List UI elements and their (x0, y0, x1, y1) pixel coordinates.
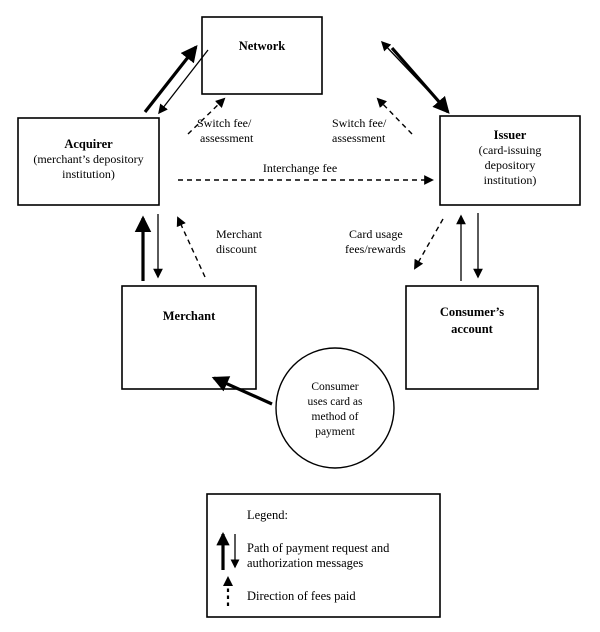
node-acquirer-title: Acquirer (64, 137, 113, 151)
legend: Legend: Path of payment request and auth… (206, 493, 441, 618)
edge-label-merchant-discount-line2: discount (216, 242, 257, 256)
edge-consumer-uses-card-to-merchant (211, 376, 273, 406)
node-issuer-subtitle-line3: institution) (484, 173, 537, 187)
edge-label-card-usage-line1: Card usage (349, 227, 403, 241)
node-consumer-account-box (405, 285, 539, 390)
node-network-box (201, 16, 323, 95)
node-issuer-subtitle-line1: (card-issuing (479, 143, 542, 157)
node-acquirer-subtitle-line1: (merchant’s depository (33, 152, 143, 166)
node-issuer-subtitle-line2: depository (485, 158, 536, 172)
node-consumer-action-line2: uses card as (308, 396, 363, 408)
node-merchant[interactable]: Merchant (121, 285, 257, 390)
edge-issuer-to-network-authorization (380, 40, 441, 104)
node-network-label: Network (239, 39, 286, 53)
node-issuer-box (439, 115, 581, 206)
edge-label-switch-fee-right-line2: assessment (332, 131, 386, 145)
node-consumer-action-line1: Consumer (311, 381, 358, 393)
edge-card-usage-fees-rewards (414, 218, 444, 270)
edge-merchant-discount (176, 216, 206, 278)
node-merchant-box (121, 285, 257, 390)
legend-item-0-line1: Path of payment request and (247, 541, 390, 555)
edge-issuer-switch-fee (376, 97, 413, 135)
node-consumer-account-line1: Consumer’s (440, 305, 504, 319)
legend-symbol-path-of-payment (216, 531, 240, 570)
node-consumer-action-line4: payment (315, 426, 355, 438)
node-acquirer-subtitle-line2: institution) (62, 167, 115, 181)
legend-heading: Legend: (247, 508, 288, 522)
legend-item-0-line2: authorization messages (247, 556, 363, 570)
node-acquirer-box (17, 117, 160, 206)
edge-label-switch-fee-left-line1: Switch fee/ (197, 116, 252, 130)
edge-label-card-usage-line2: fees/rewards (345, 242, 406, 256)
legend-item-1-line1: Direction of fees paid (247, 589, 356, 603)
edge-acquirer-to-network-request (143, 45, 198, 113)
edge-label-interchange-fee: Interchange fee (263, 161, 337, 175)
node-consumer-action-circle (275, 347, 395, 469)
node-consumer-action[interactable]: Consumer uses card as method of payment (275, 347, 395, 469)
node-issuer-title: Issuer (494, 128, 527, 142)
node-consumer-account[interactable]: Consumer’s account (405, 285, 539, 390)
node-consumer-action-line3: method of (312, 411, 359, 423)
node-issuer[interactable]: Issuer (card-issuing depository institut… (439, 115, 581, 206)
edge-label-switch-fee-right-line1: Switch fee/ (332, 116, 387, 130)
node-acquirer[interactable]: Acquirer (merchant’s depository institut… (17, 117, 160, 206)
edge-label-switch-fee-left-line2: assessment (200, 131, 254, 145)
edge-label-merchant-discount-line1: Merchant (216, 227, 263, 241)
node-merchant-label: Merchant (163, 309, 216, 323)
legend-box (206, 493, 441, 618)
node-network[interactable]: Network (201, 16, 323, 95)
node-consumer-account-line2: account (451, 322, 494, 336)
edge-network-to-acquirer-authorization (158, 49, 209, 115)
